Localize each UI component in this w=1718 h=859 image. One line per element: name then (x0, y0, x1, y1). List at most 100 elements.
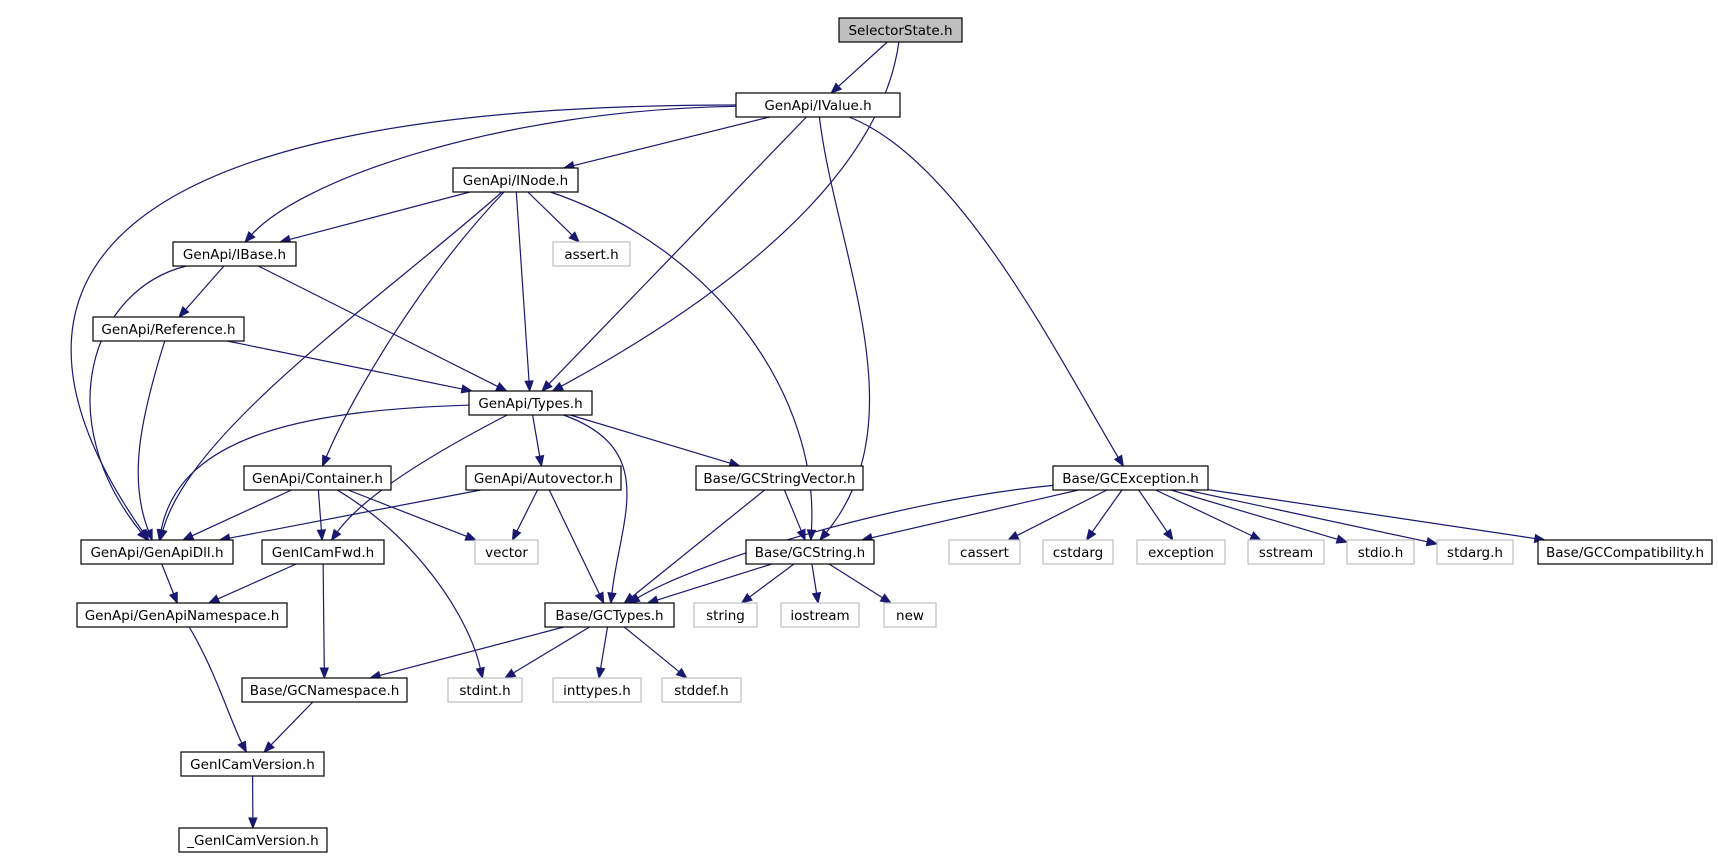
node-layer: SelectorState.hGenApi/IValue.hGenApi/INo… (76, 17, 1713, 853)
node-box (948, 539, 1021, 565)
arrowhead (1335, 534, 1349, 544)
node-genapins[interactable]: GenApi/GenApiNamespace.h (76, 602, 288, 628)
arrowhead (568, 231, 581, 243)
node-selectorstate[interactable]: SelectorState.h (838, 17, 963, 43)
edge-line (848, 116, 1120, 459)
edge-container-to-vector (347, 489, 478, 541)
edge-layer (70, 41, 1547, 830)
node-label: Base/GCCompatibility.h (1546, 545, 1704, 561)
arrowhead (541, 380, 553, 392)
node-box (661, 677, 742, 703)
node-box (838, 17, 963, 43)
edge-gcnamespace-to-genicamversion (263, 701, 314, 753)
edge-line (160, 404, 470, 532)
node-box (1052, 465, 1209, 491)
edge-container-to-genicamfwd (316, 489, 327, 542)
arrowhead (464, 531, 478, 541)
node-types[interactable]: GenApi/Types.h (468, 390, 593, 416)
edge-line (599, 626, 609, 670)
arrowhead (740, 592, 753, 604)
node-genicamversion[interactable]: _GenICamVersion.h (178, 827, 328, 853)
edge-gcexception-to-cstdarg (1085, 489, 1123, 542)
node-cstdarg: cstdarg (1042, 539, 1114, 565)
node-box (693, 602, 758, 628)
node-inode[interactable]: GenApi/INode.h (452, 167, 579, 193)
edge-genicamfwd-to-genapins (207, 563, 297, 604)
arrowhead (503, 668, 517, 679)
node-reference[interactable]: GenApi/Reference.h (92, 316, 245, 342)
node-label: string (706, 608, 745, 624)
edge-line (811, 563, 818, 595)
node-box (180, 751, 325, 777)
node-gctypes[interactable]: Base/GCTypes.h (544, 602, 675, 628)
edge-line (337, 489, 482, 670)
edge-ivalue-to-ibase (244, 105, 737, 244)
edge-line (1170, 489, 1339, 541)
node-gcexception[interactable]: Base/GCException.h (1052, 465, 1209, 491)
arrowhead (1249, 531, 1262, 541)
node-label: new (896, 608, 924, 624)
node-label: stdarg.h (1447, 545, 1503, 561)
node-genicamfwd[interactable]: GenICamFwd.h (261, 539, 385, 565)
edge-line (548, 489, 601, 596)
edge-line (270, 701, 314, 746)
node-box (745, 539, 875, 565)
edge-line (325, 191, 505, 458)
node-box (735, 92, 901, 118)
node-ibase[interactable]: GenApi/IBase.h (172, 241, 297, 267)
node-box (447, 677, 523, 703)
node-label: sstream (1259, 545, 1313, 561)
node-sstream: sstream (1247, 539, 1325, 565)
edge-reference-to-types (227, 340, 474, 394)
edge-line (190, 489, 292, 537)
node-label: GenApi/Autovector.h (474, 471, 613, 487)
edge-container-to-genapidll (181, 489, 292, 541)
edge-line (1091, 489, 1123, 534)
edge-types-to-gcstringvector (570, 414, 741, 468)
arrowhead (321, 454, 331, 468)
arrowhead (1085, 528, 1097, 542)
edge-line (631, 489, 765, 598)
edge-gcstring-to-iostream (811, 563, 822, 605)
arrowhead (607, 592, 617, 605)
arrowhead (811, 591, 822, 605)
arrowhead (156, 528, 166, 542)
node-gcstring[interactable]: Base/GCString.h (745, 539, 875, 565)
edge-gcstring-to-new (828, 563, 893, 604)
arrowhead (168, 591, 178, 605)
edge-gcexception-to-stdio (1170, 489, 1349, 544)
node-autovector[interactable]: GenApi/Autovector.h (465, 465, 622, 491)
edge-ibase-to-reference (178, 265, 225, 319)
node-ivalue[interactable]: GenApi/IValue.h (735, 92, 901, 118)
edge-gcexception-to-stdarg (1186, 489, 1439, 547)
arrowhead (830, 82, 843, 94)
edge-line (228, 489, 481, 539)
node-container[interactable]: GenApi/Container.h (243, 465, 392, 491)
edge-line (188, 626, 243, 745)
edge-line (563, 414, 628, 595)
edge-gctypes-to-gcnamespace (368, 626, 565, 680)
node-label: vector (485, 545, 528, 561)
node-gccompat[interactable]: Base/GCCompatibility.h (1537, 539, 1713, 565)
edge-genapidll-to-genapins (161, 563, 178, 605)
node-label: GenApi/Reference.h (101, 322, 235, 338)
node-box (1042, 539, 1114, 565)
edge-line (1207, 489, 1536, 540)
edge-line (317, 489, 323, 532)
node-label: Base/GCString.h (755, 545, 865, 561)
edge-line (870, 489, 1079, 539)
edge-line (216, 563, 297, 600)
edge-line (783, 489, 803, 532)
edge-inode-to-types (515, 191, 534, 393)
node-gcnamespace[interactable]: Base/GCNamespace.h (241, 677, 408, 703)
node-label: Base/GCStringVector.h (703, 471, 855, 487)
node-genapidll[interactable]: GenApi/GenApiDll.h (80, 539, 234, 565)
node-vector: vector (474, 539, 539, 565)
node-box (80, 539, 234, 565)
node-label: Base/GCNamespace.h (250, 683, 400, 699)
node-genicamversion[interactable]: GenICamVersion.h (180, 751, 325, 777)
node-gcstringvector[interactable]: Base/GCStringVector.h (695, 465, 864, 491)
edge-line (1138, 489, 1169, 533)
edge-types-to-genicamfwd (330, 414, 508, 542)
node-box (544, 602, 675, 628)
